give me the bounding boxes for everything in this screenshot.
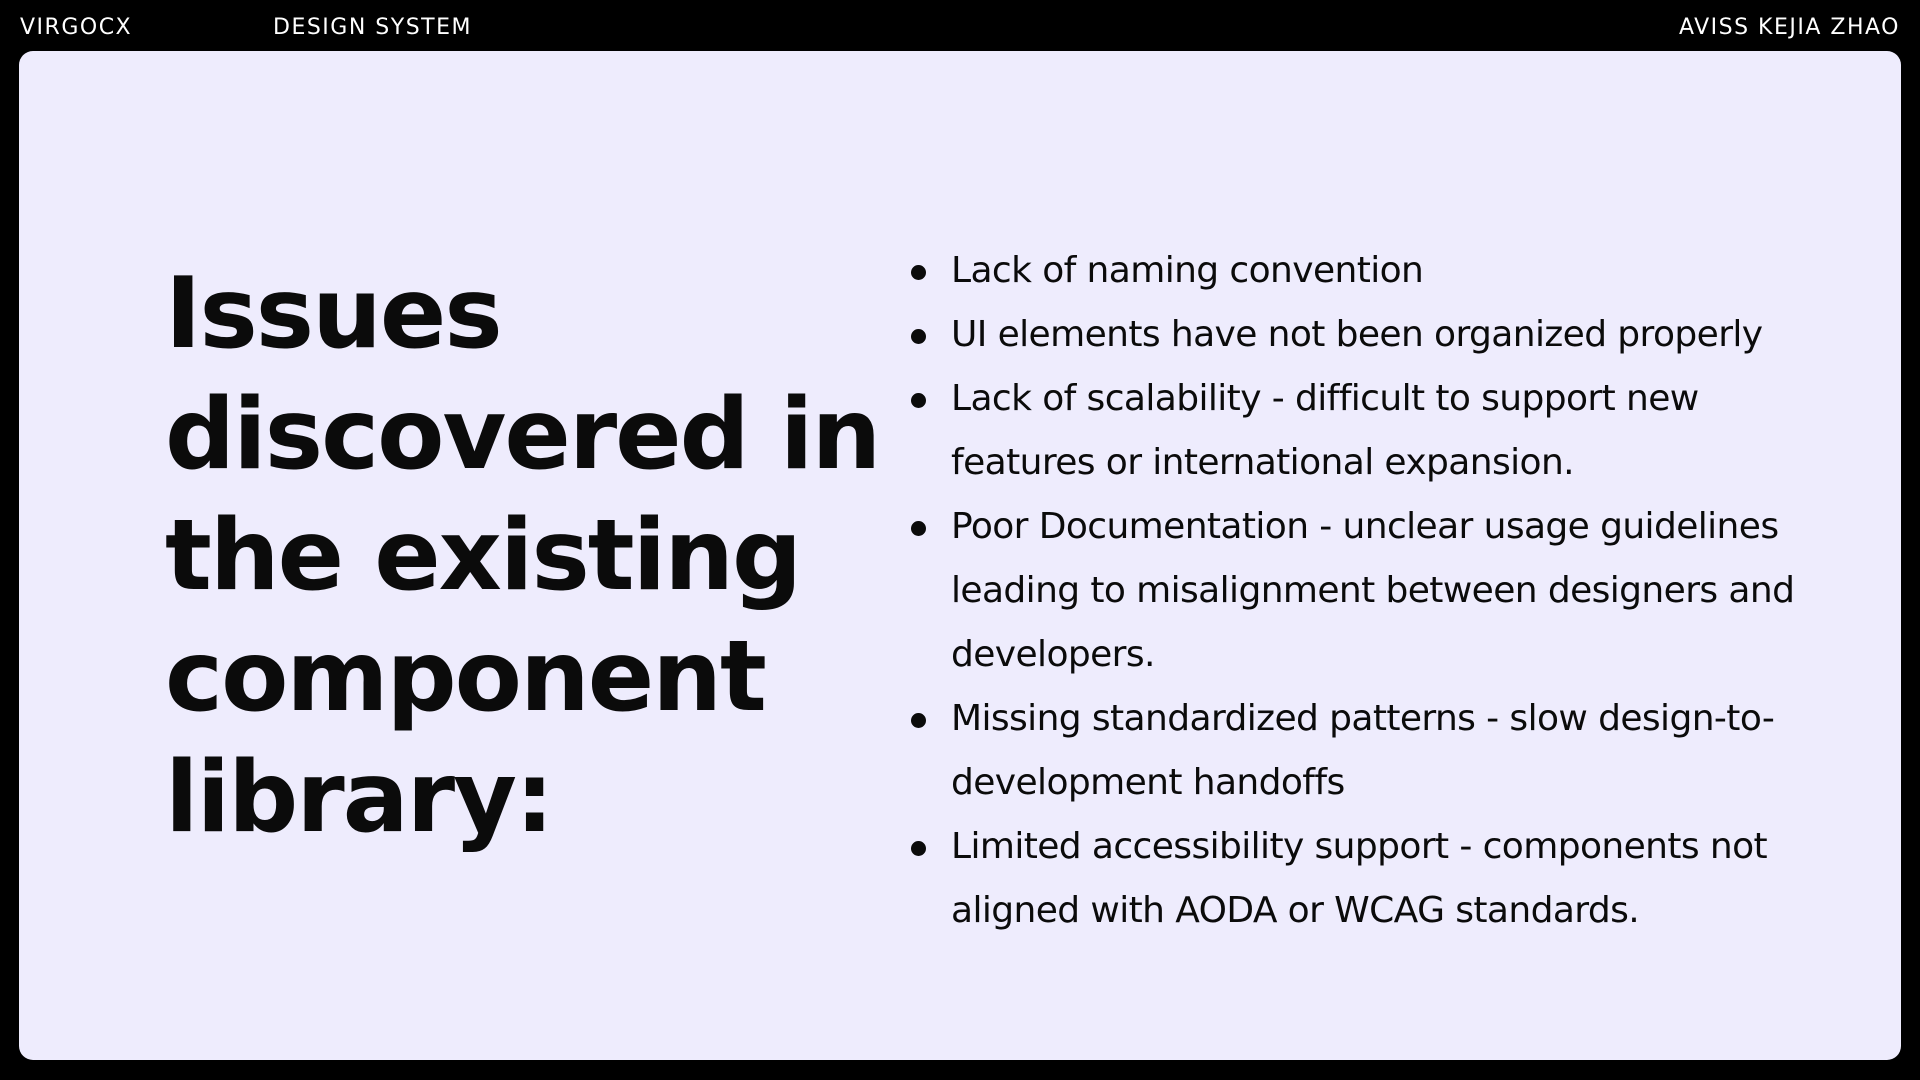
section-label: DESIGN SYSTEM (273, 15, 472, 40)
list-item: Missing standardized patterns - slow des… (889, 687, 1819, 815)
bullet-icon (911, 713, 926, 728)
bullet-icon (911, 393, 926, 408)
list-item-text: Lack of scalability - difficult to suppo… (951, 378, 1699, 483)
list-item: Limited accessibility support - componen… (889, 815, 1819, 943)
list-item-text: Poor Documentation - unclear usage guide… (951, 506, 1795, 675)
slide-title: Issues discovered in the existing compon… (165, 257, 881, 855)
brand-label: VIRGOCX (20, 15, 133, 40)
bullet-icon (911, 841, 926, 856)
list-item: Lack of naming convention (889, 239, 1819, 303)
list-item: UI elements have not been organized prop… (889, 303, 1819, 367)
bullet-icon (911, 329, 926, 344)
author-label: AVISS KEJIA ZHAO (1678, 15, 1900, 40)
list-item: Lack of scalability - difficult to suppo… (889, 367, 1819, 495)
list-item-text: Lack of naming convention (951, 250, 1424, 291)
bullet-icon (911, 265, 926, 280)
content-card: Issues discovered in the existing compon… (19, 51, 1901, 1060)
list-item: Poor Documentation - unclear usage guide… (889, 495, 1819, 687)
list-item-text: UI elements have not been organized prop… (951, 314, 1763, 355)
bullet-icon (911, 521, 926, 536)
top-bar: VIRGOCX DESIGN SYSTEM AVISS KEJIA ZHAO (0, 0, 1920, 50)
list-item-text: Missing standardized patterns - slow des… (951, 698, 1775, 803)
list-item-text: Limited accessibility support - componen… (951, 826, 1768, 931)
issues-list: Lack of naming convention UI elements ha… (889, 239, 1819, 943)
